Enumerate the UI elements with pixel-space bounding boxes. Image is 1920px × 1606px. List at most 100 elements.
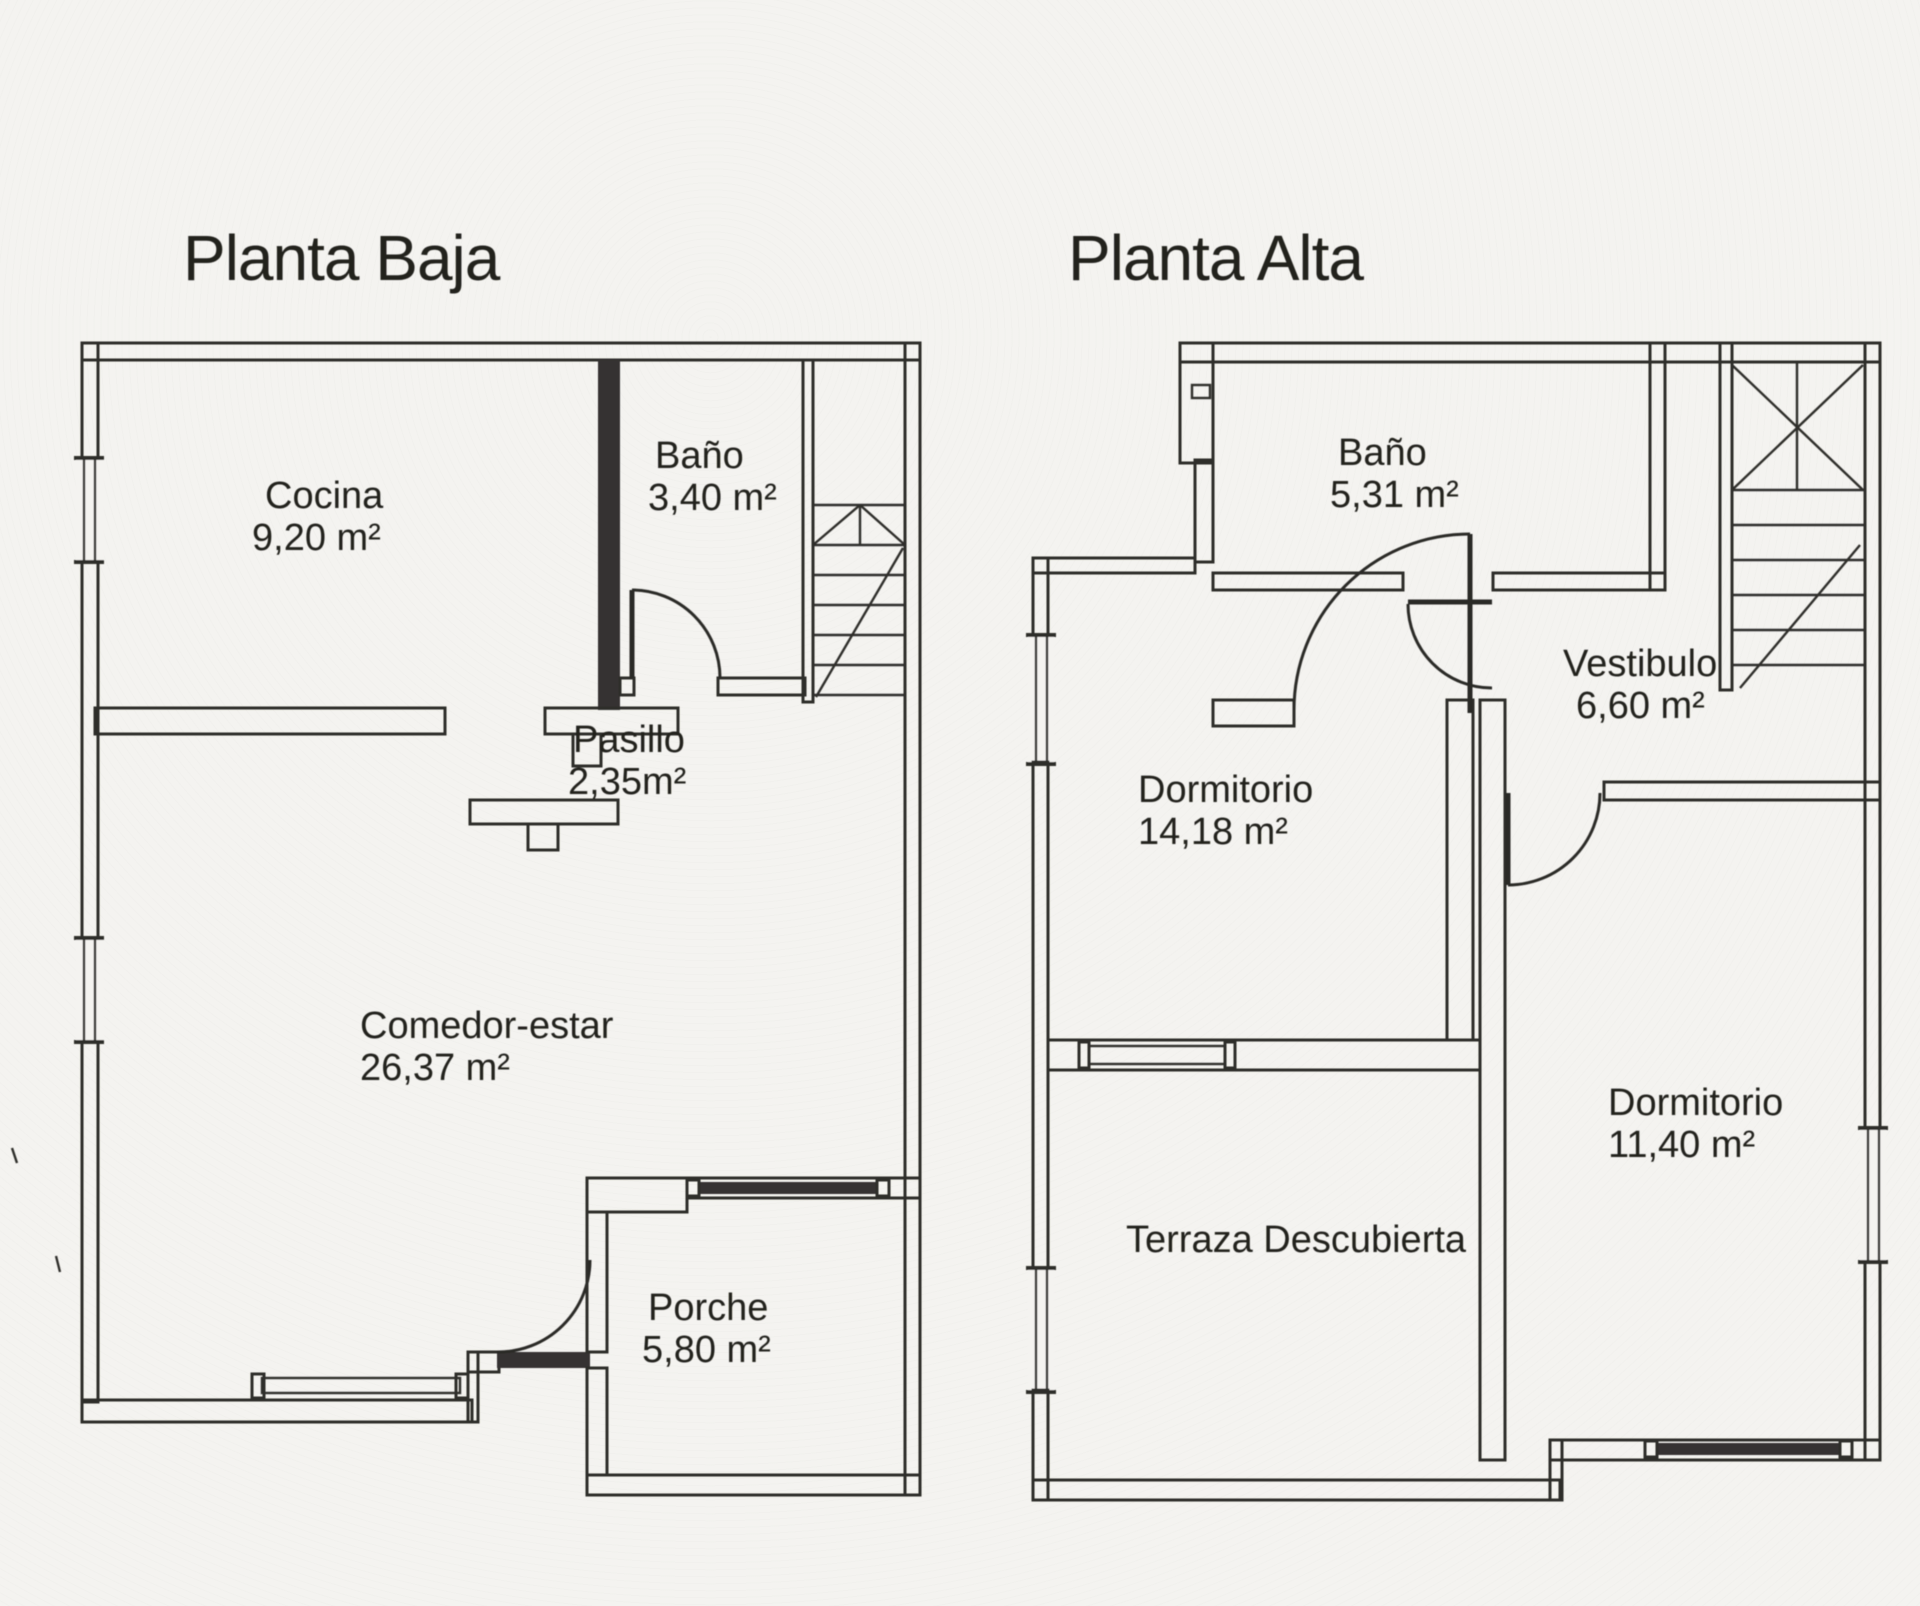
entrance-door	[496, 1259, 592, 1368]
door-leaf	[497, 1352, 590, 1368]
wall-segment	[468, 798, 620, 826]
stair-cut-line	[814, 547, 905, 698]
hallway-wall-stub	[468, 798, 620, 852]
room-label-terraza: Terraza Descubierta	[1126, 1219, 1467, 1261]
wall-segment	[585, 1473, 922, 1497]
room-label-pasillo: Pasillo	[573, 719, 685, 761]
window-end-post	[1077, 1040, 1091, 1070]
door-arc	[1292, 532, 1471, 711]
door-arc	[1406, 603, 1493, 690]
window-end-post	[875, 1178, 891, 1198]
bedroom2-door	[1505, 792, 1602, 887]
wall-segment	[80, 341, 922, 362]
window-end-post	[1838, 1439, 1854, 1459]
window-end-post	[1190, 383, 1212, 400]
window-end-tick	[74, 560, 104, 564]
stair-cut-line	[1739, 544, 1861, 689]
stair-winder-line	[812, 504, 861, 546]
window	[1643, 1439, 1854, 1459]
staircase-upper-floor	[1718, 341, 1865, 692]
window	[250, 1372, 470, 1400]
window-gap	[76, 938, 104, 1042]
window-dark-bar	[699, 1182, 877, 1194]
porch-walls	[585, 1176, 922, 1497]
wall-segment	[1478, 698, 1507, 1462]
wall-segment	[1602, 780, 1882, 802]
floor-title-planta-alta: Planta Alta	[1068, 222, 1364, 294]
wall-segment	[903, 341, 922, 1497]
wall-segment	[1445, 698, 1475, 1042]
window-end-tick	[1026, 633, 1056, 637]
window	[1026, 633, 1056, 766]
door-arc	[1507, 792, 1602, 887]
stair-winder-line	[859, 504, 906, 546]
wall-notch	[526, 822, 560, 852]
wall-segment	[466, 1350, 501, 1374]
wall-segment	[1046, 1038, 1482, 1072]
hallway-wall-stub	[543, 706, 680, 768]
window-end-tick	[1026, 762, 1056, 766]
wall-segment	[1178, 341, 1882, 364]
wall-segment	[93, 706, 447, 736]
window-end-post	[250, 1372, 266, 1400]
window-pane-line	[260, 1376, 462, 1395]
wall-segment	[1648, 341, 1667, 592]
wall-segment	[585, 1176, 689, 1214]
window	[1858, 1126, 1888, 1264]
bedroom1-door	[1292, 532, 1473, 713]
wall-notch	[571, 732, 603, 768]
wall-segment	[1863, 341, 1882, 1132]
window-dark-bar	[1657, 1443, 1840, 1455]
bathroom-door	[629, 588, 722, 679]
wall-segment	[80, 1398, 474, 1424]
room-label-cocina: Cocina	[265, 475, 384, 517]
room-area-pasillo: 2,35m²	[568, 761, 686, 803]
window-end-tick	[1026, 1390, 1056, 1394]
window	[74, 456, 104, 564]
wall-segment	[1211, 571, 1405, 592]
window-pane-line	[1087, 1044, 1227, 1066]
window	[685, 1178, 891, 1198]
window-end-tick	[1026, 1266, 1056, 1270]
stair-side-wall	[801, 358, 815, 704]
window	[74, 936, 104, 1044]
room-label-dormitorio2: Dormitorio	[1608, 1082, 1783, 1124]
staircase-ground-floor	[801, 358, 906, 704]
room-area-bano-pa: 5,31 m²	[1330, 474, 1459, 516]
bathroom-door-upper	[1406, 599, 1493, 690]
wall-segment	[1193, 458, 1215, 564]
wall-segment	[716, 676, 807, 697]
floor-plan-planta-alta: Planta Alta	[1026, 222, 1888, 1502]
window-end-post	[1223, 1040, 1237, 1070]
wall-segment	[1491, 571, 1667, 592]
window	[1026, 1266, 1056, 1394]
wall-segment	[1031, 760, 1050, 1272]
window-end-tick	[74, 1040, 104, 1044]
wall-segment	[1031, 556, 1050, 639]
room-area-porche: 5,80 m²	[642, 1329, 771, 1371]
scan-artifact	[10, 1147, 62, 1273]
window-gap	[76, 458, 104, 562]
scan-mark	[10, 1147, 19, 1164]
window-end-post	[1643, 1439, 1659, 1459]
wall-segment	[543, 706, 680, 736]
door-arc	[631, 588, 722, 679]
door-arc	[496, 1259, 592, 1354]
room-label-porche: Porche	[648, 1287, 768, 1329]
room-label-bano-pb: Baño	[655, 435, 744, 477]
room-label-bano-pa: Baño	[1338, 432, 1427, 474]
window-end-tick	[74, 936, 104, 940]
window-end-post	[685, 1178, 701, 1198]
room-area-comedor: 26,37 m²	[360, 1047, 510, 1089]
floor-title-planta-baja: Planta Baja	[183, 222, 501, 294]
wall-segment	[80, 1038, 100, 1404]
scan-mark	[54, 1255, 62, 1273]
wall-segment	[1031, 1388, 1050, 1502]
window-end-tick	[1858, 1126, 1888, 1130]
room-area-cocina: 9,20 m²	[252, 517, 381, 559]
room-label-vestibulo: Vestibulo	[1563, 643, 1717, 685]
window	[1077, 1040, 1237, 1070]
room-area-vestibulo: 6,60 m²	[1576, 685, 1705, 727]
